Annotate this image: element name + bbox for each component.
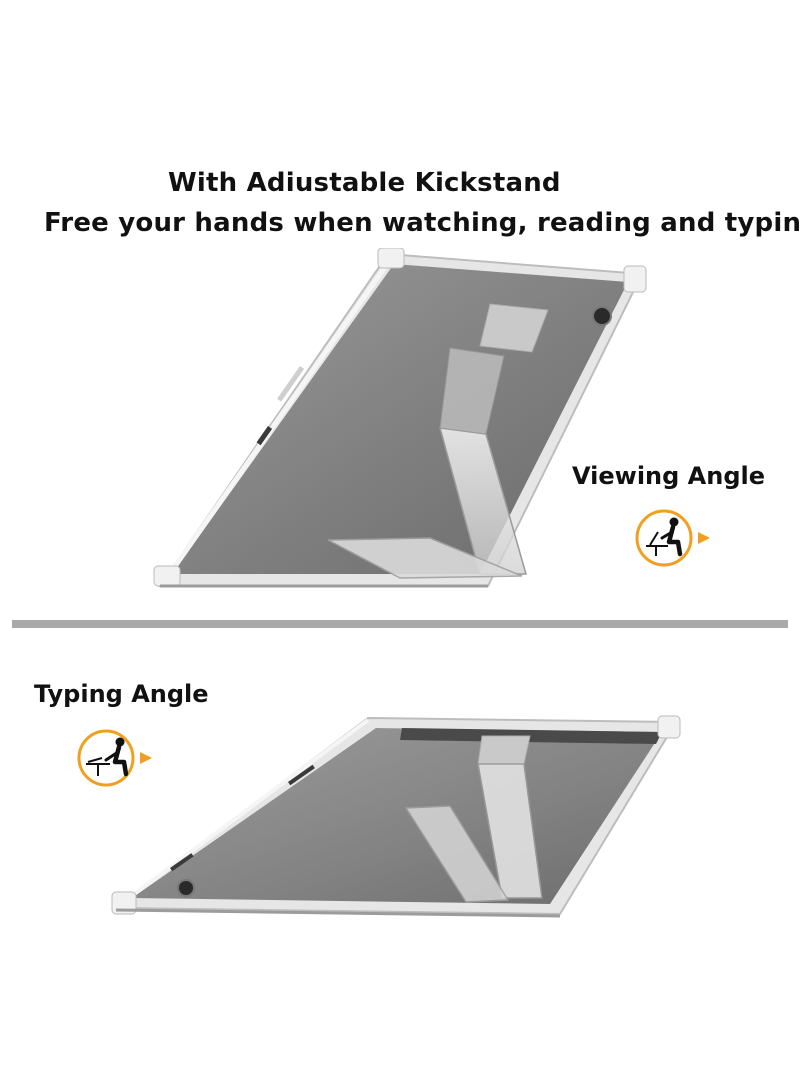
person-viewing-tablet-icon [635,509,710,567]
person-typing-laptop-icon [77,729,152,787]
headline-title: With Adiustable Kickstand [168,168,561,198]
typing-angle-label: Typing Angle [34,680,209,708]
section-divider [12,620,788,628]
headline-subtitle: Free your hands when watching, reading a… [44,208,800,238]
viewing-angle-label: Viewing Angle [572,462,766,490]
tablet-typing-angle-illustration [111,715,681,918]
tablet-viewing-angle-illustration [153,248,647,588]
